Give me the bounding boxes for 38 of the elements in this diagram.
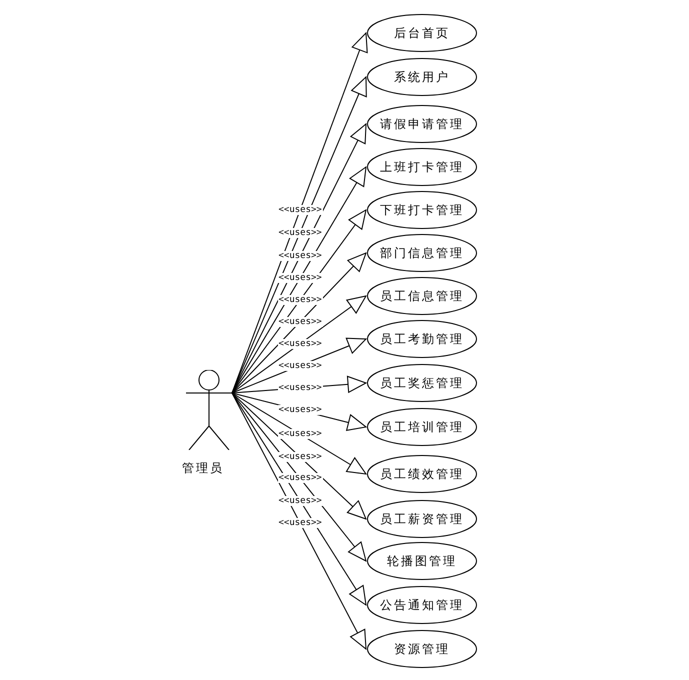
use-case-ellipse: 公告通知管理: [367, 586, 477, 624]
arrow: [232, 392, 366, 520]
edge-label: <<uses>>: [278, 382, 323, 393]
arrow: [232, 296, 366, 394]
edge-label: <<uses>>: [278, 295, 323, 306]
use-case-ellipse: 员工信息管理: [367, 277, 477, 315]
actor-name: 管理员: [182, 460, 224, 477]
use-case-ellipse: 请假申请管理: [367, 105, 477, 143]
edge-label: <<uses>>: [278, 360, 323, 371]
edge-label: <<uses>>: [278, 338, 323, 349]
edge-label: <<uses>>: [278, 473, 323, 484]
use-case-ellipse: 部门信息管理: [367, 234, 477, 272]
use-case-ellipse: 员工考勤管理: [367, 320, 477, 358]
edge-label: <<uses>>: [278, 316, 323, 327]
edge-label: <<uses>>: [278, 273, 323, 284]
use-case-ellipse: 员工薪资管理: [367, 500, 477, 538]
edge-label: <<uses>>: [278, 205, 323, 216]
arrow: [232, 392, 366, 650]
edge-label: <<uses>>: [278, 405, 323, 416]
arrow: [232, 166, 366, 394]
use-case-ellipse: 下班打卡管理: [367, 191, 477, 229]
arrow: [232, 252, 366, 394]
use-case-ellipse: 上班打卡管理: [367, 148, 477, 186]
use-case-ellipse: 员工奖惩管理: [367, 364, 477, 402]
edge-label: <<uses>>: [278, 452, 323, 462]
use-case-ellipse: 后台首页: [367, 14, 477, 52]
edge-label: <<uses>>: [278, 228, 323, 238]
use-case-ellipse: 轮播图管理: [367, 542, 477, 580]
edge-label: <<uses>>: [278, 429, 323, 440]
arrow: [232, 392, 366, 474]
edge-label: <<uses>>: [278, 518, 323, 528]
use-case-ellipse: 员工培训管理: [367, 408, 477, 446]
use-case-ellipse: 系统用户: [367, 58, 477, 96]
edge-label: <<uses>>: [278, 496, 323, 506]
use-case-ellipse: 员工绩效管理: [367, 455, 477, 493]
edge-label: <<uses>>: [278, 251, 323, 262]
arrow: [232, 392, 366, 606]
use-case-ellipse: 资源管理: [367, 630, 477, 668]
